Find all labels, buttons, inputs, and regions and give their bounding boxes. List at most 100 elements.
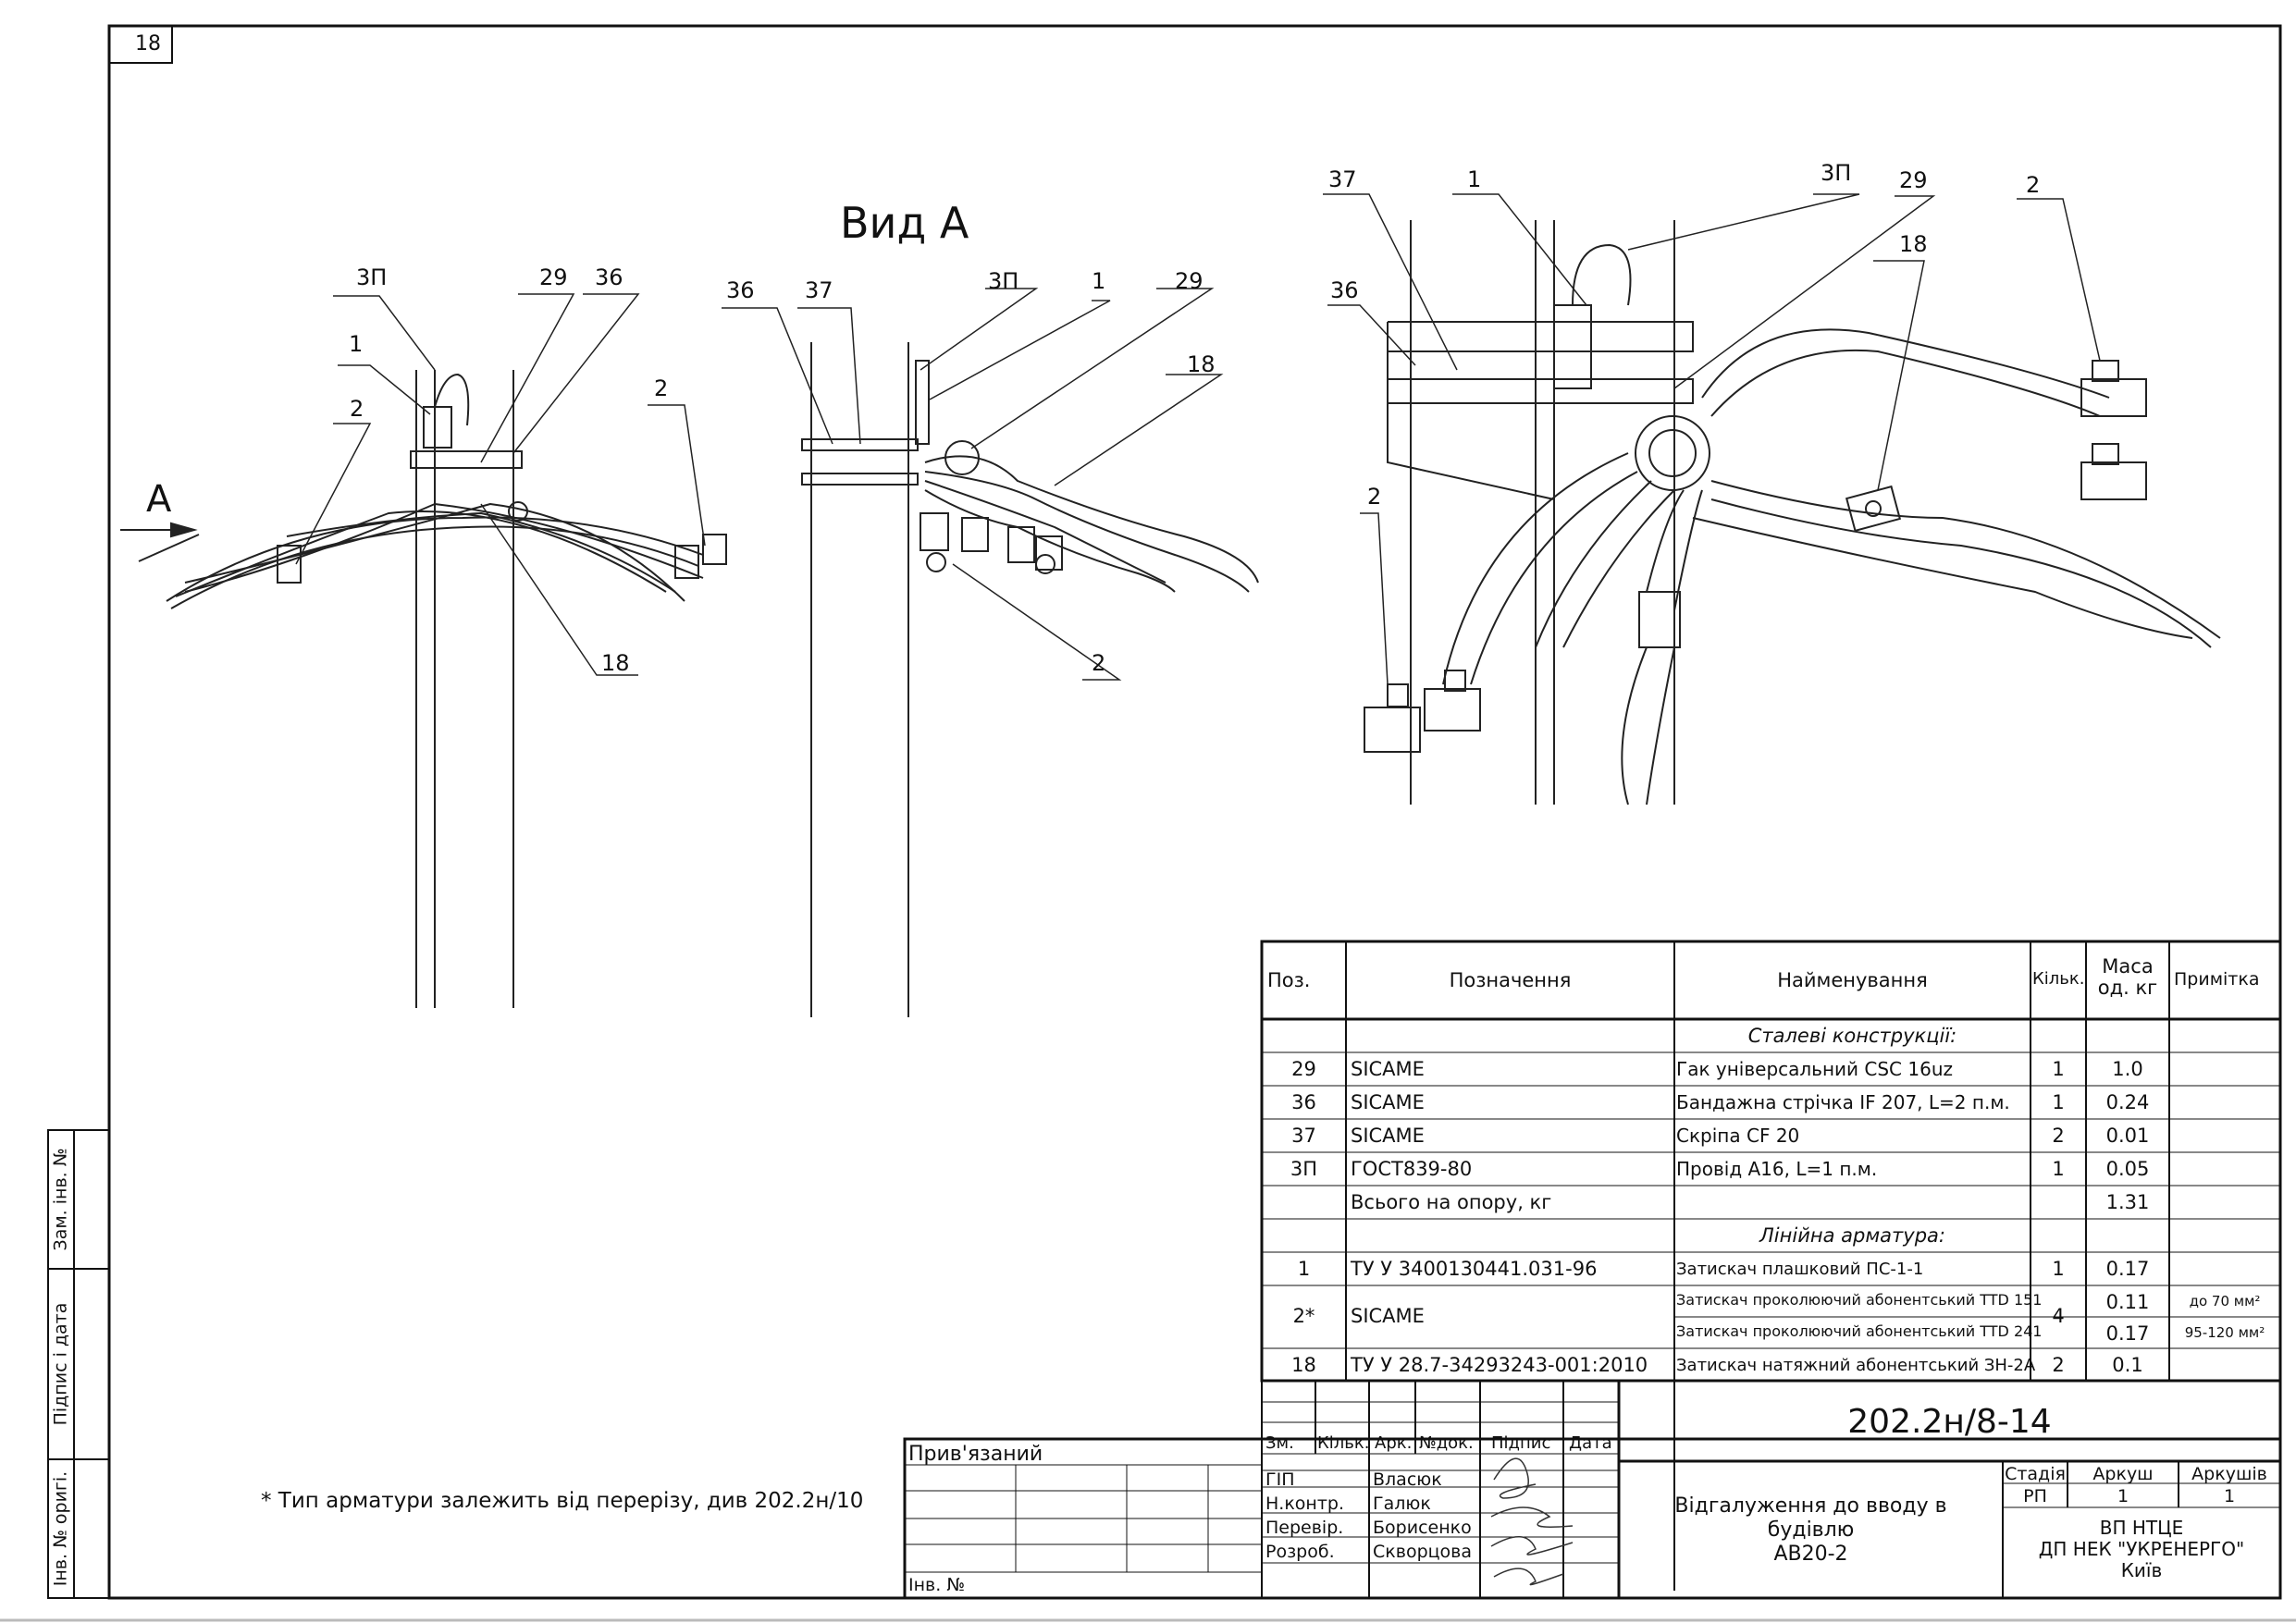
- row-qty: 1: [2052, 1091, 2065, 1113]
- row-qty: 4: [2052, 1305, 2065, 1327]
- row-name: Скріпа CF 20: [1676, 1125, 1800, 1147]
- description-line: будівлю: [1767, 1518, 1855, 1542]
- spec-table-grid: [903, 940, 2282, 1600]
- side-label: Зам. інв. №: [50, 1148, 71, 1251]
- row-mass: 0.11: [2105, 1291, 2150, 1313]
- stage-label: Стадія: [2005, 1464, 2066, 1484]
- row-pos: 36: [1291, 1091, 1316, 1113]
- row-mass: 0.17: [2105, 1258, 2150, 1280]
- row-mass: 1.0: [2112, 1058, 2143, 1080]
- sheet-label: Аркуш: [2092, 1464, 2154, 1484]
- sign-header: Підпис: [1491, 1433, 1551, 1453]
- callout-label: 2: [350, 396, 364, 422]
- header-pos: Поз.: [1267, 969, 1311, 991]
- role: Перевір.: [1265, 1518, 1344, 1538]
- header-qty: Кільк.: [2032, 969, 2085, 989]
- row-name: Затискач натяжний абонентський ЗН-2А: [1676, 1356, 2036, 1375]
- sign-header: Дата: [1569, 1433, 1612, 1453]
- role: Розроб.: [1265, 1542, 1335, 1562]
- total-label: Всього на опору, кг: [1351, 1191, 1552, 1213]
- callout-label: 29: [1175, 268, 1204, 294]
- callout-label: 29: [1899, 167, 1928, 193]
- callout-label: 2: [654, 375, 669, 401]
- sign-header: №док.: [1419, 1433, 1474, 1453]
- row-note: 95-120 мм²: [2184, 1324, 2265, 1341]
- org-line: ДП НЕК "УКРЕНЕРГО": [2038, 1538, 2245, 1560]
- row-pos: 18: [1291, 1354, 1316, 1376]
- callout-label: 36: [1330, 277, 1359, 303]
- row-des: ТУ У 3400130441.031-96: [1351, 1258, 1598, 1280]
- callout-label: 3П: [1821, 160, 1852, 186]
- row-name: Провід А16, L=1 п.м.: [1676, 1158, 1878, 1180]
- role: ГІП: [1265, 1469, 1295, 1490]
- row-qty: 2: [2052, 1125, 2065, 1147]
- row-des: ТУ У 28.7-34293243-001:2010: [1351, 1354, 1648, 1376]
- callout-label: 36: [595, 264, 623, 290]
- row-note: до 70 мм²: [2189, 1293, 2261, 1309]
- sheet-value: 1: [2117, 1486, 2129, 1506]
- row-mass: 0.05: [2105, 1158, 2150, 1180]
- side-label: Підпис і дата: [50, 1302, 71, 1426]
- middle-view-drawing: [801, 342, 1259, 1017]
- role-name: Борисенко: [1373, 1518, 1472, 1538]
- row-qty: 1: [2052, 1258, 2065, 1280]
- row-mass: 0.17: [2105, 1322, 2150, 1345]
- signatures: [1490, 1457, 1574, 1586]
- callout-label: 2: [1367, 484, 1382, 510]
- row-name: Бандажна стрічка IF 207, L=2 п.м.: [1676, 1091, 2010, 1113]
- callout-label: 2: [2026, 172, 2041, 198]
- row-pos: 37: [1291, 1125, 1316, 1147]
- sign-header: Зм.: [1265, 1433, 1294, 1453]
- callout-leaders: [295, 193, 2101, 685]
- callout-label: 29: [539, 264, 568, 290]
- right-view-drawing: [1364, 220, 2221, 805]
- attached-label: Прив'язаний: [908, 1443, 1043, 1466]
- org-line: Київ: [2120, 1559, 2163, 1581]
- side-label: Інв. № оригі.: [50, 1470, 71, 1587]
- row-qty: 2: [2052, 1354, 2065, 1376]
- callout-label: 18: [601, 650, 630, 676]
- role-name: Власюк: [1373, 1469, 1442, 1490]
- sheets-label: Аркушів: [2191, 1464, 2267, 1484]
- row-name: Затискач проколюючий абонентський TTD 15…: [1676, 1291, 2043, 1309]
- row-qty: 1: [2052, 1158, 2065, 1180]
- row-qty: 1: [2052, 1058, 2065, 1080]
- callout-label: 37: [805, 277, 833, 303]
- role-name: Галюк: [1373, 1494, 1431, 1514]
- sign-header: Арк.: [1375, 1433, 1413, 1453]
- header-designation: Позначення: [1449, 969, 1572, 991]
- row-name: Затискач проколюючий абонентський TTD 24…: [1676, 1322, 2043, 1340]
- callout-label: 2: [1092, 650, 1106, 676]
- row-des: SICAME: [1351, 1091, 1425, 1113]
- header-note: Примітка: [2174, 969, 2260, 990]
- callout-label: 1: [1092, 268, 1106, 294]
- row-des: SICAME: [1351, 1058, 1425, 1080]
- callout-label: 3П: [356, 264, 388, 290]
- row-des: SICAME: [1351, 1125, 1425, 1147]
- row-mass: 0.1: [2112, 1354, 2143, 1376]
- row-pos: 1: [1297, 1258, 1311, 1280]
- callout-label: 36: [726, 277, 755, 303]
- row-mass: 0.01: [2105, 1125, 2150, 1147]
- callout-label: 37: [1328, 166, 1357, 192]
- callout-label: 3П: [988, 268, 1019, 294]
- org-line: ВП НТЦЕ: [2099, 1517, 2184, 1539]
- inventory-label: Інв. №: [908, 1575, 966, 1595]
- drawing-code: 202.2н/8-14: [1847, 1403, 2052, 1441]
- row-pos: 2*: [1292, 1305, 1315, 1327]
- sheets-value: 1: [2223, 1486, 2236, 1506]
- description-line: Відгалуження до вводу в: [1674, 1494, 1947, 1518]
- footnote: * Тип арматури залежить від перерізу, ди…: [261, 1489, 864, 1513]
- description-line: АВ20-2: [1773, 1543, 1848, 1566]
- row-des: SICAME: [1351, 1305, 1425, 1327]
- callout-label: 1: [1467, 166, 1482, 192]
- sheet-number: 18: [135, 32, 161, 55]
- row-name: Затискач плашковий ПС-1-1: [1676, 1260, 1924, 1279]
- callout-label: 18: [1899, 231, 1928, 257]
- row-pos: 29: [1291, 1058, 1316, 1080]
- section-steel: Сталеві конструкції:: [1747, 1025, 1957, 1047]
- stage-value: РП: [2023, 1486, 2047, 1506]
- left-view-drawing: [120, 370, 727, 1008]
- row-mass: 0.24: [2105, 1091, 2150, 1113]
